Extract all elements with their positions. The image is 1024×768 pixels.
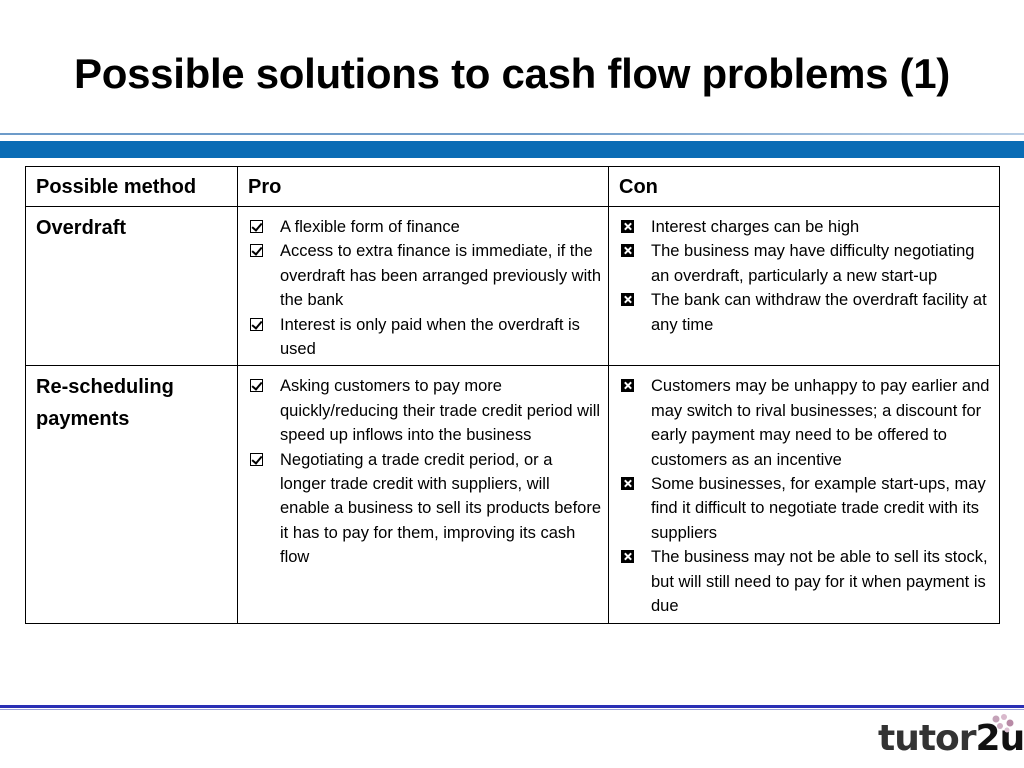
solutions-table: Possible method Pro Con Overdraft A flex… — [25, 166, 1000, 624]
checkbox-cross-icon — [621, 293, 634, 307]
con-text: Interest charges can be high — [651, 218, 860, 236]
con-cell-overdraft: Interest charges can be high The busines… — [608, 205, 1000, 367]
checkbox-cross-icon — [621, 220, 634, 233]
checkbox-cross-icon — [621, 379, 634, 393]
con-text: Some businesses, for example start-ups, … — [651, 475, 986, 542]
pro-text: Negotiating a trade credit period, or a … — [280, 450, 602, 567]
header-thin-rule — [0, 133, 1024, 135]
table-row-rescheduling: Re-scheduling payments Asking customers … — [25, 365, 1000, 624]
checkbox-tick-icon — [250, 452, 263, 466]
con-text: Customers may be unhappy to pay earlier … — [651, 377, 990, 469]
logo-text-main: tutor — [878, 718, 977, 759]
checkbox-cross-icon — [621, 244, 634, 258]
checkbox-tick-icon — [250, 379, 263, 393]
con-item: The bank can withdraw the overdraft faci… — [621, 288, 993, 337]
header-possible-method: Possible method — [25, 166, 238, 207]
footer-rule-secondary — [0, 709, 1024, 710]
pro-item: Interest is only paid when the overdraft… — [250, 313, 602, 362]
slide-title: Possible solutions to cash flow problems… — [74, 50, 950, 97]
con-item: Some businesses, for example start-ups, … — [621, 472, 993, 545]
checkbox-tick-icon — [250, 244, 263, 258]
header-blue-band — [0, 141, 1024, 158]
con-text: The bank can withdraw the overdraft faci… — [651, 291, 987, 334]
pro-cell-rescheduling: Asking customers to pay more quickly/red… — [237, 365, 609, 624]
con-text: The business may not be able to sell its… — [651, 548, 988, 616]
con-cell-rescheduling: Customers may be unhappy to pay earlier … — [608, 365, 1000, 624]
method-rescheduling: Re-scheduling payments — [25, 365, 238, 624]
pro-text: A flexible form of finance — [280, 218, 460, 236]
con-list: Customers may be unhappy to pay earlier … — [609, 366, 999, 622]
pro-cell-overdraft: A flexible form of finance Access to ext… — [237, 205, 609, 367]
pro-item: A flexible form of finance — [250, 215, 602, 239]
header-pro: Pro — [237, 166, 609, 207]
con-text: The business may have difficulty negotia… — [651, 242, 975, 285]
con-item: Interest charges can be high — [621, 215, 993, 239]
method-overdraft: Overdraft — [25, 205, 238, 367]
con-item: Customers may be unhappy to pay earlier … — [621, 374, 993, 472]
pro-text: Interest is only paid when the overdraft… — [280, 315, 580, 359]
table-row-overdraft: Overdraft A flexible form of finance Acc… — [25, 205, 1000, 367]
pro-text: Asking customers to pay more quickly/red… — [280, 377, 601, 445]
con-list: Interest charges can be high The busines… — [609, 207, 999, 341]
table-header-row: Possible method Pro Con — [25, 166, 1000, 207]
footer-rule — [0, 705, 1024, 708]
pro-text: Access to extra finance is immediate, if… — [280, 242, 602, 310]
pro-item: Asking customers to pay more quickly/red… — [250, 374, 602, 447]
header-con: Con — [608, 166, 1000, 207]
tutor2u-logo: tutor2u — [878, 718, 1024, 759]
pro-item: Negotiating a trade credit period, or a … — [250, 448, 602, 570]
checkbox-tick-icon — [250, 220, 263, 233]
checkbox-cross-icon — [621, 477, 634, 491]
con-item: The business may not be able to sell its… — [621, 545, 993, 618]
checkbox-tick-icon — [250, 317, 263, 331]
con-item: The business may have difficulty negotia… — [621, 239, 993, 288]
pro-item: Access to extra finance is immediate, if… — [250, 239, 602, 312]
pro-list: A flexible form of finance Access to ext… — [238, 207, 608, 365]
checkbox-cross-icon — [621, 550, 634, 564]
logo-dots-icon — [992, 714, 1014, 733]
pro-list: Asking customers to pay more quickly/red… — [238, 366, 608, 573]
